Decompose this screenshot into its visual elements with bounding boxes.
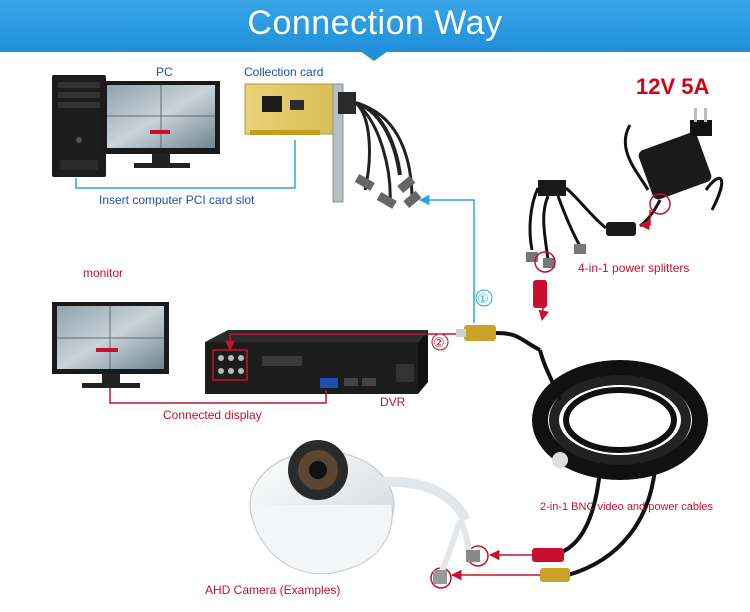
- ahd-camera: [249, 440, 480, 584]
- label-camera: AHD Camera (Examples): [205, 583, 340, 597]
- header-banner-notch: [360, 51, 388, 61]
- cable-coil: [532, 349, 708, 577]
- pc-monitor: [102, 81, 220, 168]
- marker-2-ring: [431, 333, 449, 351]
- label-monitor: monitor: [83, 266, 123, 280]
- label-collection-card: Collection card: [244, 65, 323, 79]
- power-adapter: [606, 108, 724, 236]
- monitor: [52, 302, 169, 388]
- label-bnc-cables: 2-in-1 BNC video and power cables: [540, 501, 714, 513]
- power-splitter: [526, 180, 607, 322]
- label-connected-display: Connected display: [163, 408, 262, 422]
- label-insert-pci: Insert computer PCI card slot: [99, 193, 255, 207]
- marker-1-ring: [475, 289, 493, 307]
- bnc-connector-top: [456, 325, 541, 352]
- pc-tower: [52, 75, 106, 177]
- power-arrow: [638, 210, 651, 231]
- header-banner: [0, 0, 750, 52]
- pci-slot-line: [75, 140, 296, 189]
- label-power-splitters: 4-in-1 power splitters: [578, 261, 689, 275]
- bottom-connectors: [430, 545, 570, 589]
- video-to-dvr-line: [224, 333, 466, 352]
- marker-1: ①: [477, 292, 489, 307]
- page-title: Connection Way: [247, 4, 503, 42]
- label-power-rating: 12V 5A: [636, 74, 709, 99]
- label-pc: PC: [156, 65, 173, 79]
- video-to-card-line: [418, 194, 475, 323]
- marker-2: ②: [433, 336, 445, 351]
- label-dvr: DVR: [380, 395, 406, 409]
- display-connection-line: [109, 388, 327, 404]
- dvr: [205, 330, 428, 394]
- collection-card: [244, 83, 422, 209]
